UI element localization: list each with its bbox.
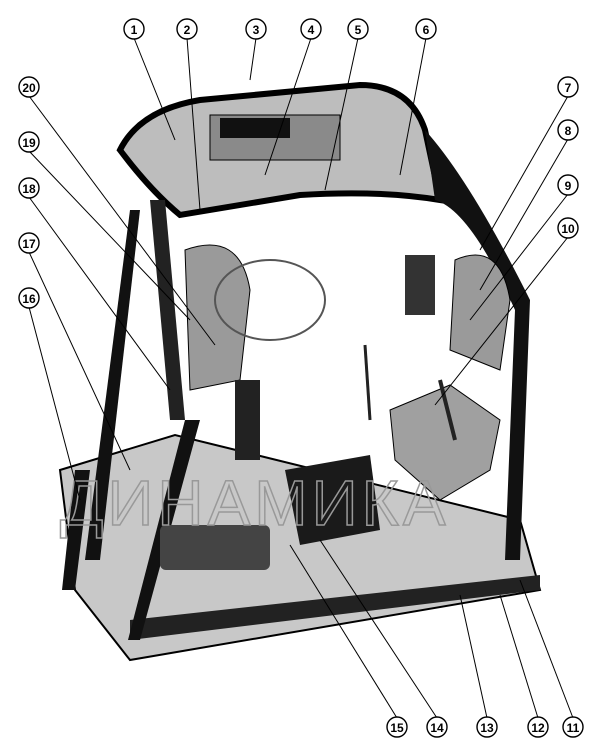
joystick-lever [438, 379, 457, 441]
callout-number: 17 [22, 237, 36, 251]
callout-4: 4 [300, 18, 322, 40]
right-console [449, 254, 511, 371]
callout-circle [347, 18, 369, 40]
left-console [184, 244, 251, 391]
callout-number: 18 [22, 182, 36, 196]
right-door-frame [425, 130, 530, 560]
leader-lines [28, 37, 574, 719]
callout-1: 1 [123, 18, 145, 40]
callout-10: 10 [557, 217, 579, 239]
callout-circle [527, 716, 549, 738]
callout-20: 20 [18, 76, 40, 98]
callout-circle [426, 716, 448, 738]
callout-circle [562, 716, 584, 738]
callout-number: 15 [390, 721, 404, 735]
callout-number: 16 [22, 292, 36, 306]
callout-circle [176, 18, 198, 40]
callout-number: 6 [423, 23, 430, 37]
callout-circle [245, 18, 267, 40]
callout-18: 18 [18, 177, 40, 199]
callout-circle [300, 18, 322, 40]
callout-circle [557, 119, 579, 141]
gear-lever [363, 344, 372, 421]
watermark: ДИНАМИКА [60, 467, 450, 539]
roof-vent [220, 118, 290, 138]
callout-circle [557, 76, 579, 98]
callout-circle [476, 716, 498, 738]
callout-19: 19 [18, 131, 40, 153]
callout-circle [123, 18, 145, 40]
floor-front-beam [130, 575, 540, 640]
left-door-frame [62, 470, 90, 590]
callout-number: 10 [561, 222, 575, 236]
callout-6: 6 [415, 18, 437, 40]
callout-number: 4 [308, 23, 315, 37]
callout-number: 1 [131, 23, 138, 37]
callout-9: 9 [557, 174, 579, 196]
callout-5: 5 [347, 18, 369, 40]
callout-number: 11 [567, 721, 580, 735]
callout-number: 9 [565, 179, 572, 193]
callout-2: 2 [176, 18, 198, 40]
steering-column [235, 380, 260, 460]
control-box [405, 255, 435, 315]
callout-number: 12 [531, 721, 545, 735]
callout-number: 8 [565, 124, 572, 138]
callout-circle [18, 232, 40, 254]
callout-circle [18, 76, 40, 98]
callout-8: 8 [557, 119, 579, 141]
callout-11: 11 [562, 716, 584, 738]
callout-circle [18, 131, 40, 153]
callout-circle [386, 716, 408, 738]
callout-7: 7 [557, 76, 579, 98]
callout-circle [415, 18, 437, 40]
callout-number: 19 [22, 136, 36, 150]
callout-circle [557, 217, 579, 239]
callout-17: 17 [18, 232, 40, 254]
callout-circle [557, 174, 579, 196]
callout-number: 5 [355, 23, 362, 37]
callout-16: 16 [18, 287, 40, 309]
seat-cushion [160, 525, 270, 570]
front-left-pillar [85, 210, 140, 560]
callout-circle [18, 177, 40, 199]
callout-14: 14 [426, 716, 448, 738]
callout-number: 7 [565, 81, 572, 95]
callout-number: 14 [430, 721, 444, 735]
callout-number: 3 [253, 23, 260, 37]
steering-wheel [214, 259, 326, 341]
right-side-panel [389, 384, 501, 501]
callout-12: 12 [527, 716, 549, 738]
callout-circle [18, 287, 40, 309]
seat [285, 455, 380, 545]
callout-15: 15 [386, 716, 408, 738]
callout-number: 13 [480, 721, 494, 735]
rear-left-pillar [150, 200, 185, 420]
callout-13: 13 [476, 716, 498, 738]
callout-number: 2 [184, 23, 191, 37]
callout-3: 3 [245, 18, 267, 40]
callout-number: 20 [22, 81, 36, 95]
